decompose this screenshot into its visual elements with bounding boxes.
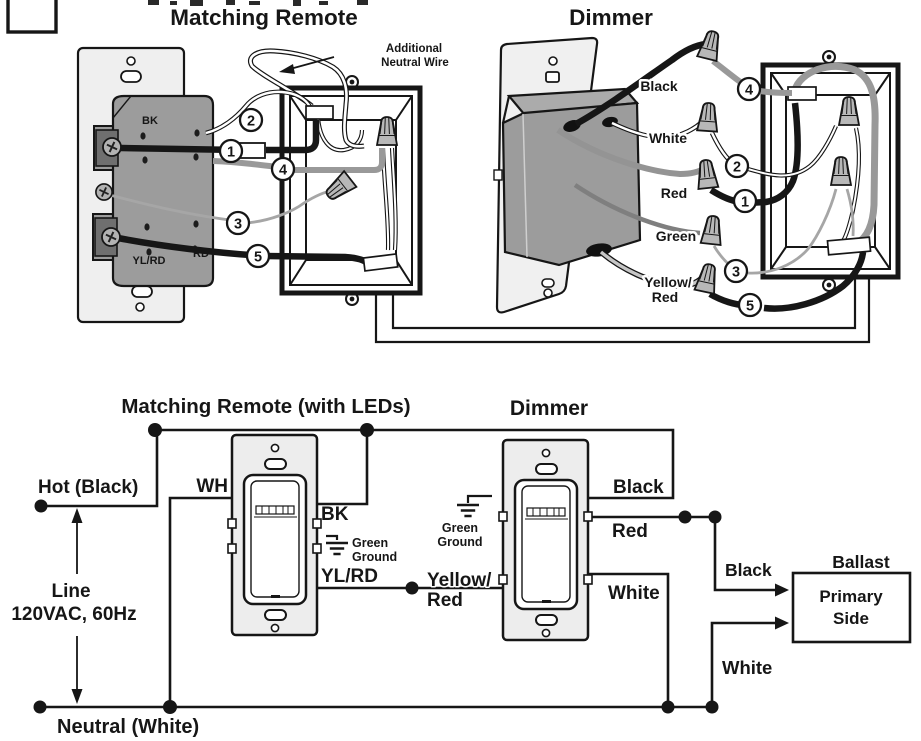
- ballast-white-wire: [710, 621, 778, 707]
- dimmer-ground-label-2: Ground: [437, 535, 482, 549]
- ballast-primary: Primary: [819, 587, 883, 606]
- yellow-red-label-2: Red: [427, 590, 463, 611]
- wire-nut: [694, 158, 720, 190]
- dimmer-ground-stub: [466, 494, 492, 503]
- pictorial-remote-title: Matching Remote: [170, 5, 358, 30]
- schematic-labels: Hot (Black) WH BK Green Ground YL/RD Yel…: [11, 476, 772, 738]
- dimmer-wire-labels: Black White Red Green Yellow/ Red: [638, 76, 699, 308]
- bk-label: BK: [321, 504, 349, 525]
- dimmer-white-label: White: [608, 583, 660, 604]
- line-label-2: 120VAC, 60Hz: [11, 604, 136, 625]
- remote-terminal-bk-label: BK: [142, 115, 158, 127]
- wh-wire: [168, 496, 232, 707]
- ballast-title: Ballast: [832, 552, 890, 572]
- ballast-box: [791, 571, 912, 644]
- remote-terminal-holes: [140, 129, 200, 256]
- dimmer-green-wire: [573, 183, 701, 236]
- dimmer-black-wire: [574, 40, 707, 127]
- plate-screw-hole: [126, 56, 136, 66]
- schematic-wires: [40, 428, 778, 709]
- remote-ground-stub: [326, 534, 339, 540]
- ballast-black-wire: [713, 517, 778, 592]
- dimmer-ground-icon: [455, 503, 481, 518]
- callout-1: 1: [741, 194, 749, 210]
- label-white: White: [649, 130, 687, 146]
- interbox-wire-pair: [374, 277, 871, 344]
- cropped-text-fragments: [148, 0, 368, 6]
- callout-3: 3: [732, 264, 740, 280]
- annotation-arrowhead: [279, 64, 295, 74]
- dimmer-device-body: [501, 87, 642, 267]
- schematic-arrowheads: [71, 508, 789, 704]
- feed-white-label: White: [722, 657, 772, 678]
- label-yellow-2: Red: [652, 289, 678, 305]
- remote-screw-terminal-mid: [95, 182, 113, 202]
- neutral-label: Neutral (White): [57, 716, 199, 738]
- hot-wire: [41, 428, 675, 508]
- remote-box-interior-wires: [245, 117, 398, 265]
- dimmer-black-label: Black: [613, 477, 664, 498]
- junction-dots: [33, 423, 722, 714]
- dimmer-callouts: 4 2 1 3 5: [723, 76, 763, 318]
- dimmer-red-label: Red: [612, 521, 648, 542]
- label-red: Red: [661, 185, 687, 201]
- yellow-red-label-1: Yellow/: [427, 570, 492, 591]
- label-green: Green: [656, 228, 696, 244]
- schematic-dimmer-title: Dimmer: [510, 397, 588, 420]
- remote-ground-icon: [324, 541, 350, 556]
- hot-label: Hot (Black): [38, 477, 138, 498]
- bk-wire: [317, 430, 369, 506]
- annotation-arrow: [289, 56, 335, 70]
- wh-label: WH: [196, 476, 228, 497]
- remote-callouts: 2 1 4 3 5: [218, 107, 296, 269]
- led-strip: [255, 505, 295, 515]
- label-yellow-1: Yellow/: [644, 274, 692, 290]
- ballast: Ballast Primary Side: [791, 552, 912, 644]
- wire-nut: [693, 261, 721, 295]
- schematic-dimmer-switch: [498, 438, 593, 642]
- additional-neutral-label-2: Neutral Wire: [381, 57, 449, 69]
- callout-2: 2: [733, 159, 741, 175]
- remote-screw-terminal-top: [102, 137, 122, 157]
- dimmer-white-wire: [588, 572, 670, 707]
- callout-2: 2: [247, 113, 255, 129]
- additional-neutral-label-1: Additional: [386, 43, 442, 55]
- remote-screw-terminal-bottom: [101, 227, 121, 247]
- callout-5: 5: [254, 249, 262, 265]
- callout-5: 5: [746, 298, 754, 314]
- feed-black-label: Black: [725, 560, 772, 580]
- dimmer-box-interior-wires: [747, 62, 879, 312]
- pictorial-dimmer-title: Dimmer: [569, 5, 653, 30]
- additional-neutral-wire: [248, 48, 365, 149]
- remote-ground-label-2: Ground: [352, 550, 397, 564]
- wire-nut: [699, 214, 725, 246]
- callout-4: 4: [279, 162, 287, 178]
- remote-box-connectors: [305, 105, 399, 272]
- led-strip: [526, 507, 566, 517]
- ylrd-label: YL/RD: [321, 566, 378, 587]
- reference-checkbox: [6, 0, 58, 34]
- ballast-side: Side: [833, 609, 869, 628]
- dimmer-red-wire: [556, 127, 707, 178]
- callout-1: 1: [227, 144, 235, 160]
- remote-ground-label-1: Green: [352, 536, 388, 550]
- line-label-1: Line: [51, 581, 90, 602]
- schematic-remote-title: Matching Remote (with LEDs): [121, 395, 410, 418]
- callout-3: 3: [234, 216, 242, 232]
- label-black: Black: [640, 78, 678, 94]
- dimmer-ground-label-1: Green: [442, 521, 478, 535]
- schematic-remote-switch: [227, 433, 322, 637]
- callout-4: 4: [745, 82, 753, 98]
- additional-neutral-callout: Additional Neutral Wire: [279, 43, 449, 74]
- wire-nut: [696, 101, 720, 133]
- remote-terminal-ylrd-label: YL/RD: [133, 255, 166, 267]
